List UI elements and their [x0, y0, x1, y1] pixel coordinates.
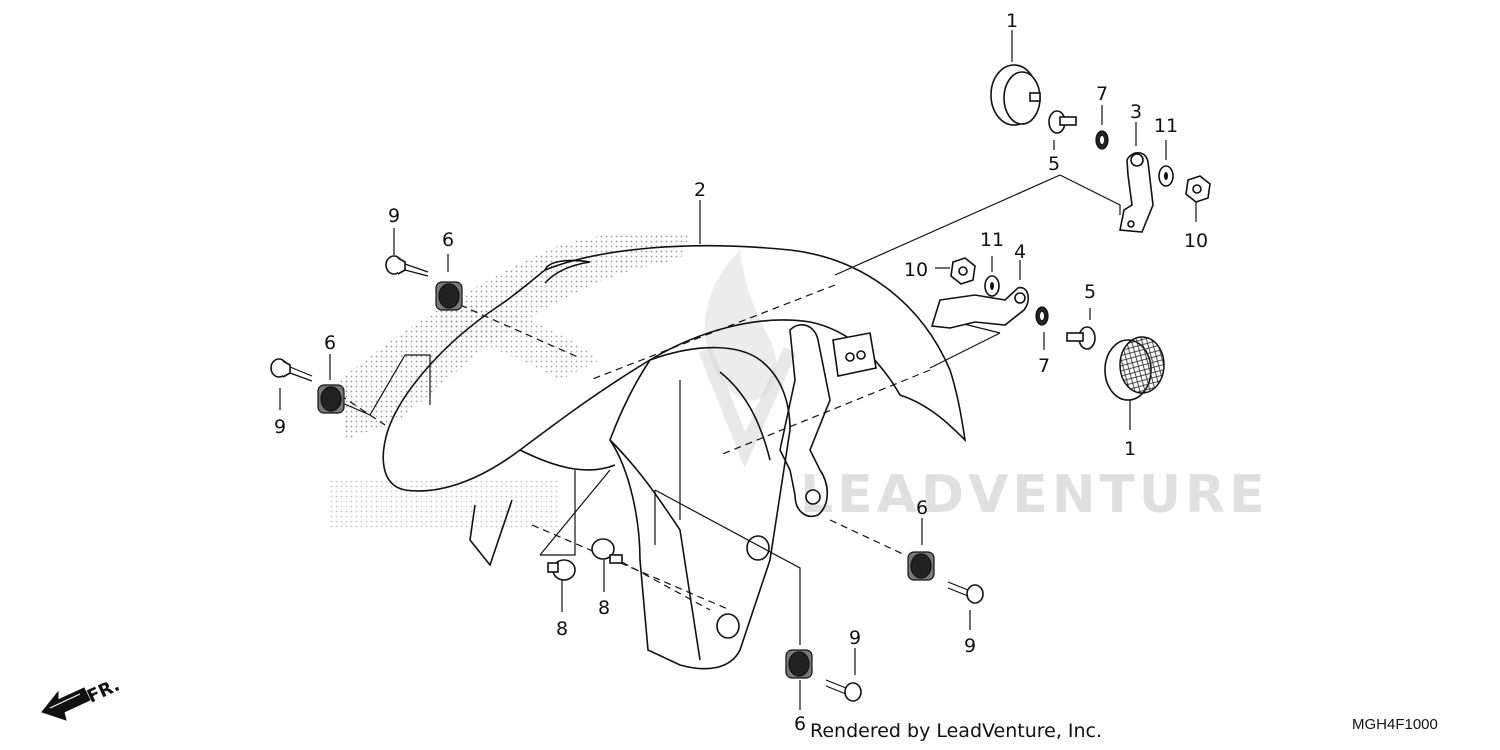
fr-label: FR. — [84, 675, 123, 708]
callout-1-upper: 1 — [1006, 10, 1018, 32]
reflector-lower — [1104, 336, 1165, 401]
callout-8-right: 8 — [598, 597, 610, 619]
callout-9-left: 9 — [274, 416, 286, 438]
bracket-4 — [930, 286, 1030, 329]
callout-8-left: 8 — [556, 618, 568, 640]
callout-10-left: 10 — [904, 259, 928, 281]
callout-7-lower: 7 — [1038, 355, 1050, 377]
reflector-upper — [990, 64, 1041, 126]
callout-3: 3 — [1130, 101, 1142, 123]
front-direction-arrow: FR. — [41, 675, 123, 721]
dashed-lines — [339, 284, 931, 611]
callout-11-left: 11 — [980, 229, 1004, 251]
callout-5-upper: 5 — [1048, 153, 1060, 175]
callout-4: 4 — [1014, 241, 1026, 263]
diagram-code: MGH4F1000 — [1352, 716, 1438, 733]
fender-shading — [330, 232, 690, 530]
grommets-and-bolts — [270, 255, 984, 702]
hardware — [950, 110, 1211, 350]
callout-11-right: 11 — [1154, 115, 1178, 137]
watermark: LEADVENTURE — [698, 250, 1269, 525]
callout-9-upper-left: 9 — [388, 205, 400, 227]
watermark-text: LEADVENTURE — [800, 465, 1269, 525]
callout-2: 2 — [694, 179, 706, 201]
callout-6-right: 6 — [916, 497, 928, 519]
callout-6-bottom: 6 — [794, 713, 806, 735]
callout-9-right: 9 — [964, 635, 976, 657]
callout-7-upper: 7 — [1096, 83, 1108, 105]
bracket-3 — [1119, 151, 1154, 233]
callout-6-left: 6 — [324, 332, 336, 354]
front-fender — [382, 244, 967, 670]
callout-5-lower: 5 — [1084, 281, 1096, 303]
callout-10-right: 10 — [1184, 230, 1208, 252]
callout-6-upper-left: 6 — [442, 229, 454, 251]
leader-lines — [279, 30, 1197, 710]
callouts: 1 1 2 3 4 5 5 6 6 6 6 7 7 8 8 9 9 9 9 10… — [274, 10, 1208, 735]
render-credit: Rendered by LeadVenture, Inc. — [810, 720, 1103, 742]
callout-1-lower: 1 — [1124, 438, 1136, 460]
callout-9-bottom: 9 — [849, 627, 861, 649]
